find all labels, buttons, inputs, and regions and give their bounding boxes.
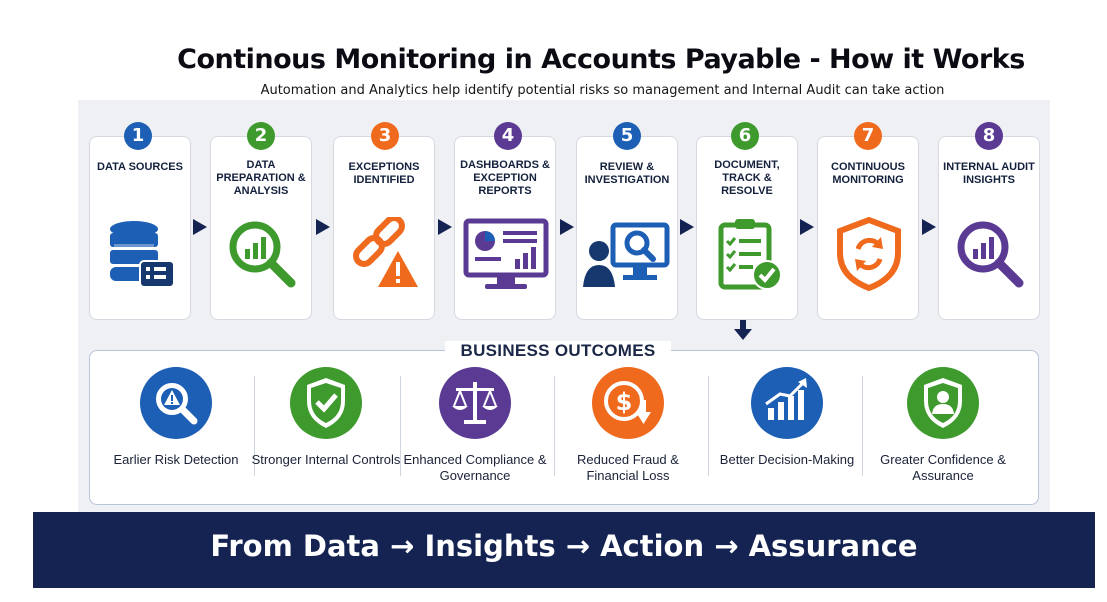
outcome-divider — [554, 376, 555, 476]
svg-text:$: $ — [616, 388, 633, 416]
step-number-badge: 2 — [247, 122, 275, 150]
rising-chart-icon — [750, 366, 824, 440]
outcome-reduced-fraud: $ Reduced Fraud & Financial Loss — [551, 366, 705, 502]
arrow-down-icon — [734, 320, 752, 340]
step-label: Data Sources — [97, 161, 183, 173]
magnifier-alert-icon — [139, 366, 213, 440]
arrow-right-icon — [680, 219, 694, 235]
magnifier-chart-icon — [953, 217, 1027, 291]
arrow-right-icon — [922, 219, 936, 235]
scales-icon — [438, 366, 512, 440]
shield-refresh-icon — [832, 217, 906, 291]
outcomes-title: BUSINESS OUTCOMES — [0, 341, 1107, 361]
outcome-divider — [862, 376, 863, 476]
outcomes-title-text: BUSINESS OUTCOMES — [444, 341, 672, 360]
step-card-5: Review & Investigation — [576, 136, 678, 320]
step-number-badge: 3 — [371, 122, 399, 150]
step-label: Exceptions Identified — [348, 161, 420, 186]
step-number-badge: 7 — [854, 122, 882, 150]
step-card-6: Document, Track & Resolve — [696, 136, 798, 320]
step-number-badge: 4 — [494, 122, 522, 150]
outcome-divider — [708, 376, 709, 476]
outcome-enhanced-compliance: Enhanced Compliance & Governance — [398, 366, 552, 502]
outcome-label: Earlier Risk Detection — [113, 452, 239, 467]
shield-person-icon — [906, 366, 980, 440]
step-label: Review & Investigation — [584, 161, 670, 186]
step-label: Document, Track & Resolve — [714, 159, 780, 197]
shield-check-icon — [289, 366, 363, 440]
step-label: Internal Audit Insights — [943, 161, 1035, 186]
page-title: Continous Monitoring in Accounts Payable… — [177, 44, 1025, 75]
outcome-stronger-internal-controls: Stronger Internal Controls — [249, 366, 403, 502]
step-card-4: Dashboards & Exception Reports — [454, 136, 556, 320]
arrow-right-icon — [438, 219, 452, 235]
step-label: Continuous Monitoring — [831, 161, 905, 186]
footer-banner: From Data → Insights → Action → Assuranc… — [33, 512, 1095, 588]
step-card-7: Continuous Monitoring — [817, 136, 919, 320]
arrow-right-icon — [800, 219, 814, 235]
step-number-badge: 6 — [731, 122, 759, 150]
broken-chain-warning-icon — [348, 217, 422, 291]
step-number-badge: 1 — [124, 122, 152, 150]
step-card-3: Exceptions Identified — [333, 136, 435, 320]
step-label: Data Preparation & Analysis — [216, 159, 306, 197]
arrow-right-icon — [560, 219, 574, 235]
step-label: Dashboards & Exception Reports — [460, 159, 550, 197]
reviewer-monitor-icon — [583, 217, 673, 291]
checklist-clipboard-icon — [711, 217, 785, 291]
arrow-right-icon — [193, 219, 207, 235]
step-card-1: Data Sources — [89, 136, 191, 320]
outcome-divider — [400, 376, 401, 476]
dollar-down-icon: $ — [591, 366, 665, 440]
outcome-divider — [254, 376, 255, 476]
footer-tagline: From Data → Insights → Action → Assuranc… — [210, 529, 918, 563]
step-number-badge: 8 — [975, 122, 1003, 150]
database-icon — [104, 217, 178, 291]
business-outcomes-panel — [89, 350, 1039, 505]
outcome-greater-confidence: Greater Confidence & Assurance — [866, 366, 1020, 502]
step-card-8: Internal Audit Insights — [938, 136, 1040, 320]
outcome-label: Reduced Fraud & Financial Loss — [577, 452, 679, 483]
outcome-label: Better Decision-Making — [719, 452, 855, 467]
step-card-2: Data Preparation & Analysis — [210, 136, 312, 320]
magnifier-chart-icon — [225, 217, 299, 291]
arrow-right-icon — [316, 219, 330, 235]
outcome-label: Stronger Internal Controls — [251, 452, 401, 467]
outcome-better-decision-making: Better Decision-Making — [710, 366, 864, 502]
dashboard-monitor-icon — [463, 217, 549, 291]
outcome-label: Enhanced Compliance & Governance — [403, 452, 547, 483]
outcome-label: Greater Confidence & Assurance — [880, 452, 1006, 483]
outcome-earlier-risk-detection: Earlier Risk Detection — [99, 366, 253, 502]
step-number-badge: 5 — [613, 122, 641, 150]
